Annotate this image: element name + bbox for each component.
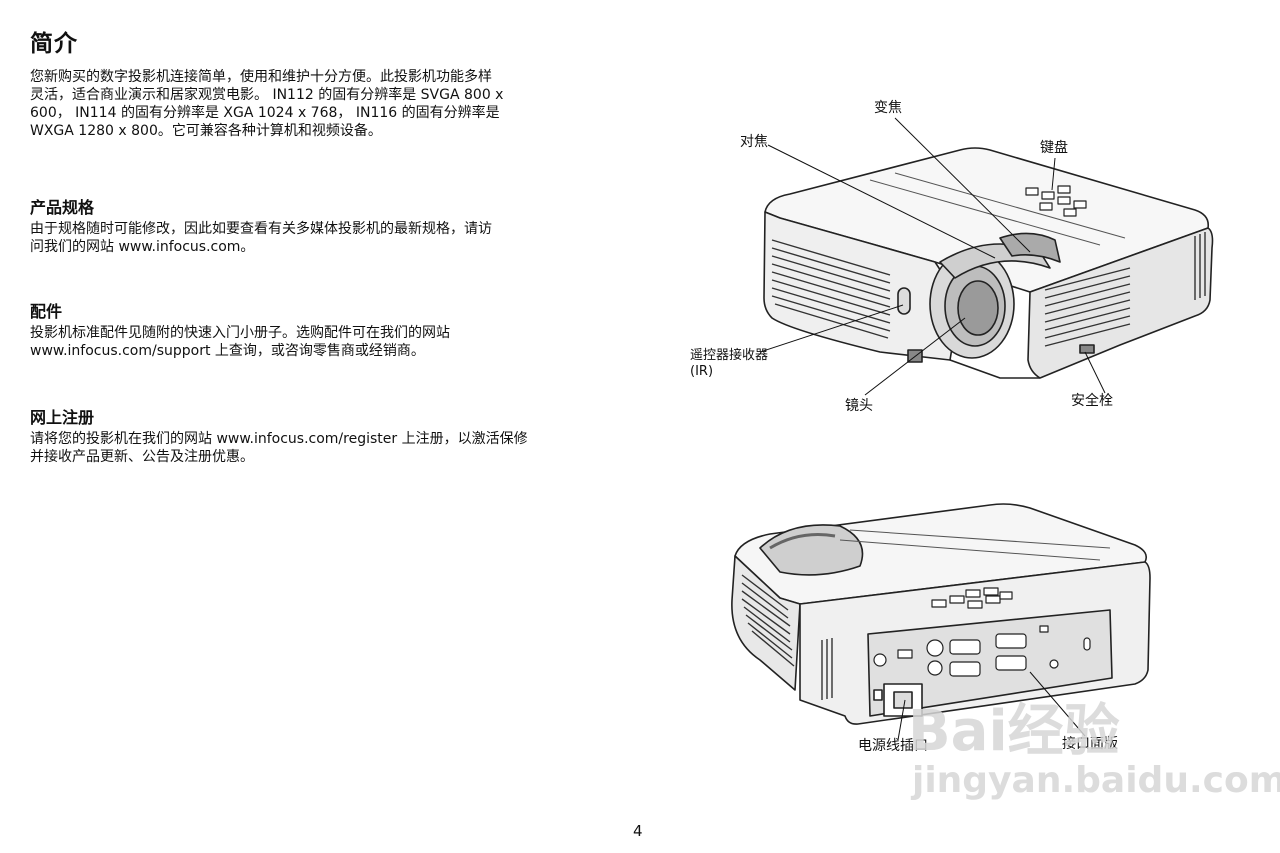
- callout-connector-panel: [1029, 671, 1086, 737]
- specs-line: 问我们的网站 www.infocus.com。: [30, 239, 255, 255]
- watermark-url: jingyan.baidu.com: [912, 760, 1280, 801]
- label-connector-panel: 接口面版: [1062, 736, 1118, 752]
- rear-security-slot: [1083, 637, 1091, 651]
- registration-line: 并接收产品更新、公告及注册优惠。: [30, 449, 254, 465]
- page-title: 简介: [30, 31, 78, 57]
- accessories-paragraph: 投影机标准配件见随附的快速入门小册子。选购配件可在我们的网站 www.infoc…: [30, 324, 620, 360]
- specs-paragraph: 由于规格随时可能修改，因此如要查看有关多媒体投影机的最新规格，请访 问我们的网站…: [30, 220, 620, 256]
- label-power-socket: 电源线插口: [858, 738, 928, 754]
- label-lens: 镜头: [845, 398, 873, 414]
- callout-ir: [759, 304, 904, 353]
- zoom-ring: [999, 232, 1061, 263]
- intro-line: 您新购买的数字投影机连接简单，使用和维护十分方便。此投影机功能多样: [30, 69, 492, 85]
- callout-zoom: [894, 117, 1031, 253]
- specs-line: 由于规格随时可能修改，因此如要查看有关多媒体投影机的最新规格，请访: [30, 221, 492, 237]
- front-vents: [771, 232, 1206, 347]
- page-number: 4: [633, 822, 643, 840]
- ir-dot: [1049, 659, 1059, 669]
- callout-focus: [767, 144, 996, 259]
- label-ir-receiver-line1: 遥控器接收器: [690, 348, 769, 363]
- vga-port-2: [995, 633, 1027, 649]
- security-slot: [1079, 344, 1095, 354]
- vga-port-3: [949, 661, 981, 677]
- intro-line: 灵活，适合商业演示和居家观赏电影。 IN112 的固有分辨率是 SVGA 800…: [30, 87, 504, 103]
- callout-lens: [864, 317, 966, 396]
- watermark-logo: Bai经验: [908, 699, 1120, 764]
- rear-vents: [741, 574, 833, 700]
- hdmi-port: [897, 649, 913, 659]
- intro-paragraph: 您新购买的数字投影机连接简单，使用和维护十分方便。此投影机功能多样 灵活，适合商…: [30, 68, 620, 140]
- section-title-specs: 产品规格: [30, 198, 95, 217]
- label-keypad: 键盘: [1040, 140, 1068, 156]
- section-title-accessories: 配件: [30, 302, 63, 321]
- intro-line: WXGA 1280 x 800。它可兼容各种计算机和视频设备。: [30, 123, 382, 139]
- label-focus: 对焦: [740, 134, 768, 150]
- registration-line: 请将您的投影机在我们的网站 www.infocus.com/register 上…: [30, 431, 528, 447]
- rear-lens-housing: [759, 524, 864, 576]
- vga-port-1: [949, 639, 981, 655]
- accessories-line: www.infocus.com/support 上查询，或咨询零售商或经销商。: [30, 343, 425, 359]
- connector-panel: [867, 609, 1113, 717]
- registration-paragraph: 请将您的投影机在我们的网站 www.infocus.com/register 上…: [30, 430, 620, 466]
- label-ir-receiver: 遥控器接收器 (IR): [690, 348, 768, 380]
- ir-window: [897, 287, 911, 315]
- audio-port: [926, 639, 944, 657]
- label-zoom: 变焦: [874, 100, 902, 116]
- callout-keypad: [1051, 157, 1056, 191]
- usb-port: [1039, 625, 1049, 633]
- label-security-lock: 安全栓: [1071, 393, 1113, 409]
- keypad-buttons: [1025, 185, 1087, 217]
- intro-line: 600， IN114 的固有分辨率是 XGA 1024 x 768， IN116…: [30, 105, 500, 121]
- callout-security: [1084, 351, 1106, 394]
- vga-port-4: [995, 655, 1027, 671]
- rear-keypad-buttons: [931, 587, 1013, 609]
- callout-power-socket: [897, 699, 906, 741]
- section-title-registration: 网上注册: [30, 408, 95, 427]
- port-group: [873, 625, 1091, 677]
- label-ir-receiver-line2: (IR): [690, 364, 714, 379]
- accessories-line: 投影机标准配件见随附的快速入门小册子。选购配件可在我们的网站: [30, 325, 450, 341]
